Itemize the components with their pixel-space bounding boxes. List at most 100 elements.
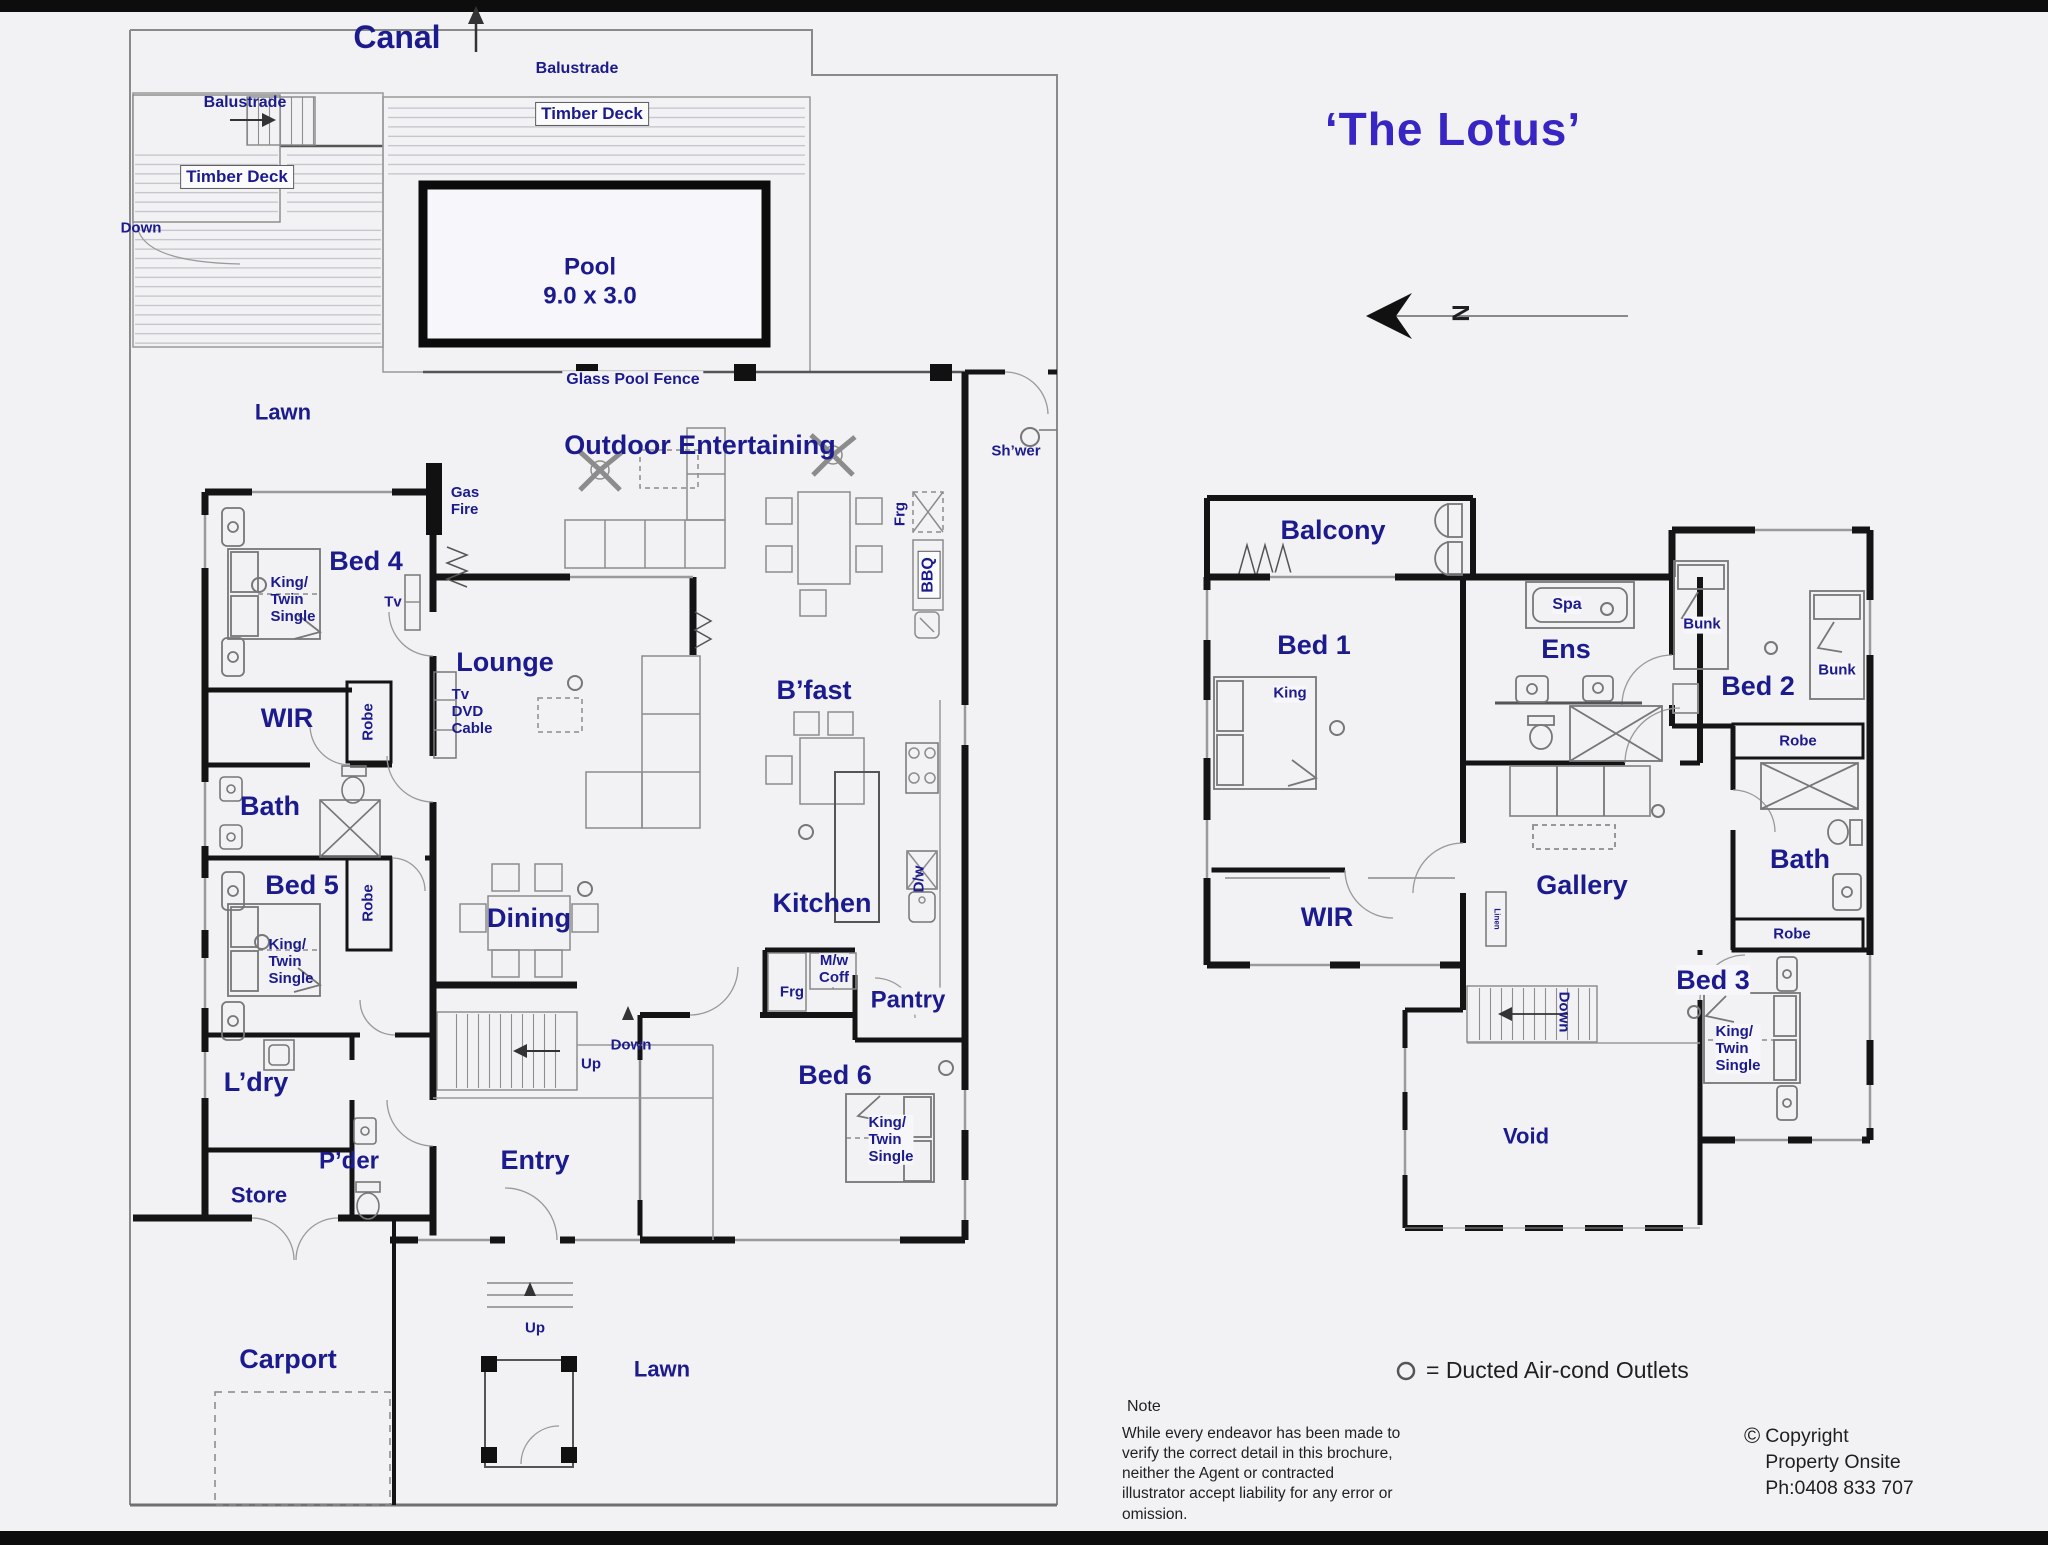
label-bed4-tv: Tv	[384, 593, 402, 611]
upper-door-arcs	[1344, 654, 1776, 1001]
ceiling-fan-icon	[809, 433, 857, 477]
label-entry: Entry	[500, 1144, 570, 1175]
canal-north-arrow-icon	[468, 6, 484, 52]
timber-deck-left	[132, 92, 384, 348]
carport-structure	[214, 1218, 396, 1506]
label-bed4: Bed 4	[329, 545, 403, 576]
copyright-icon: ©	[1744, 1423, 1761, 1448]
label-spa: Spa	[1552, 596, 1582, 614]
label-timber-deck-left: Timber Deck	[180, 164, 294, 190]
label-lounge-media: Tv DVD Cable	[451, 685, 493, 737]
legend-outlet-icon	[1396, 1361, 1416, 1381]
label-stairs-down: Down	[610, 1036, 652, 1054]
timber-deck-pool	[382, 96, 811, 373]
label-lounge: Lounge	[456, 646, 554, 677]
label-lawn-lower: Lawn	[633, 1356, 691, 1382]
copyright-line1: Copyright	[1765, 1425, 1849, 1447]
label-void: Void	[1502, 1123, 1550, 1149]
upper-furniture	[1213, 503, 1865, 1121]
note-body: While every endeavor has been made to ve…	[1122, 1425, 1401, 1523]
gas-fire-unit	[426, 463, 442, 535]
outdoor-furniture	[564, 427, 944, 639]
label-bed1: Bed 1	[1277, 629, 1351, 660]
ground-door-arcs	[251, 611, 916, 1261]
label-mw-coff: M/w Coff	[819, 952, 849, 987]
label-frg-outdoor: Frg	[891, 501, 909, 527]
label-down-upper: Down	[1555, 991, 1573, 1033]
label-bed6: Bed 6	[798, 1059, 872, 1090]
stairs-down-arrow-icon	[622, 1006, 634, 1020]
label-dw: D/w	[910, 865, 928, 893]
label-canal: Canal	[353, 19, 441, 56]
upper-windows	[1202, 525, 1875, 1175]
label-pool: Pool	[564, 253, 616, 281]
label-dining: Dining	[487, 902, 571, 933]
top-border-bar	[0, 0, 2048, 12]
north-arrow-icon	[1366, 293, 1628, 339]
label-stairs-up: Up	[581, 1055, 601, 1073]
stairs-up-arrow-icon	[513, 1044, 527, 1058]
copyright-line3: Ph:0408 833 707	[1765, 1476, 1914, 1499]
copyright-line2: Property Onsite	[1765, 1450, 1901, 1473]
label-robe-upper-top: Robe	[1779, 732, 1817, 750]
label-porch-up: Up	[525, 1319, 545, 1337]
label-bbq: BBQ	[917, 551, 941, 599]
label-bed6-type: King/ Twin Single	[868, 1113, 914, 1166]
label-bed4-type: King/ Twin Single	[270, 573, 316, 625]
label-bath-ground: Bath	[240, 790, 300, 821]
label-bath-upper: Bath	[1770, 843, 1830, 874]
label-bunk-right: Bunk	[1818, 661, 1856, 680]
label-robe-bed4: Robe	[359, 703, 377, 741]
copyright-block: © Copyright Property Onsite Ph:0408 833 …	[1744, 1423, 1914, 1502]
label-bed5-type: King/ Twin Single	[268, 935, 314, 987]
label-lawn-upper: Lawn	[254, 399, 312, 425]
label-pantry: Pantry	[867, 987, 949, 1015]
label-bed2: Bed 2	[1721, 670, 1795, 701]
aircond-outlet-icons	[251, 577, 1778, 1076]
north-label: N	[1446, 304, 1474, 322]
deck-stair-arrow-icon	[262, 113, 276, 127]
label-laundry: L’dry	[223, 1066, 289, 1097]
living-furniture	[404, 574, 941, 1012]
label-shower: Sh’wer	[991, 442, 1041, 460]
label-frg-kitchen: Frg	[779, 983, 805, 1001]
label-bed1-type: King	[1273, 684, 1307, 703]
label-bed3: Bed 3	[1676, 964, 1750, 996]
porch-up-arrow-icon	[524, 1282, 536, 1296]
legend-text: = Ducted Air-cond Outlets	[1426, 1357, 1689, 1384]
stairs-ground	[433, 1006, 714, 1240]
outdoor-shower-icon	[1020, 427, 1040, 447]
label-outdoor-entertaining: Outdoor Entertaining	[564, 429, 836, 460]
label-deck-down: Down	[120, 219, 162, 237]
label-wir-upper: WIR	[1300, 901, 1354, 932]
label-glass-pool-fence: Glass Pool Fence	[562, 371, 704, 389]
label-ens: Ens	[1541, 633, 1591, 664]
label-bfast: B’fast	[776, 674, 852, 705]
note-heading: Note	[1127, 1398, 1161, 1415]
label-pool-size: 9.0 x 3.0	[543, 282, 637, 310]
linen-cupboard	[1485, 891, 1507, 947]
car-space-outline	[214, 1391, 391, 1506]
blind-icons	[444, 542, 1293, 649]
label-store: Store	[230, 1182, 288, 1208]
label-wir-ground: WIR	[260, 702, 314, 733]
label-robe-upper-bottom: Robe	[1773, 925, 1811, 943]
stairs-upper	[1466, 891, 1700, 1044]
bottom-border-bar	[0, 1531, 2048, 1545]
label-gas-fire: Gas Fire	[450, 484, 480, 518]
ceiling-fan-icon	[576, 448, 624, 492]
label-bunk-left: Bunk	[1683, 615, 1721, 634]
entry-porch	[481, 1282, 577, 1468]
page-title: ‘The Lotus’	[1324, 103, 1582, 156]
ground-windows	[200, 487, 970, 1245]
label-balustrade-top: Balustrade	[535, 60, 619, 78]
label-balcony: Balcony	[1280, 514, 1386, 545]
label-bed5: Bed 5	[265, 869, 339, 900]
bathroom-fixtures-ground	[219, 765, 381, 1220]
label-bed3-type: King/ Twin Single	[1715, 1022, 1761, 1075]
pool-outline	[418, 180, 771, 348]
label-balustrade-left: Balustrade	[203, 94, 287, 112]
label-timber-deck-top: Timber Deck	[535, 101, 649, 127]
label-powder: P’der	[318, 1147, 380, 1175]
